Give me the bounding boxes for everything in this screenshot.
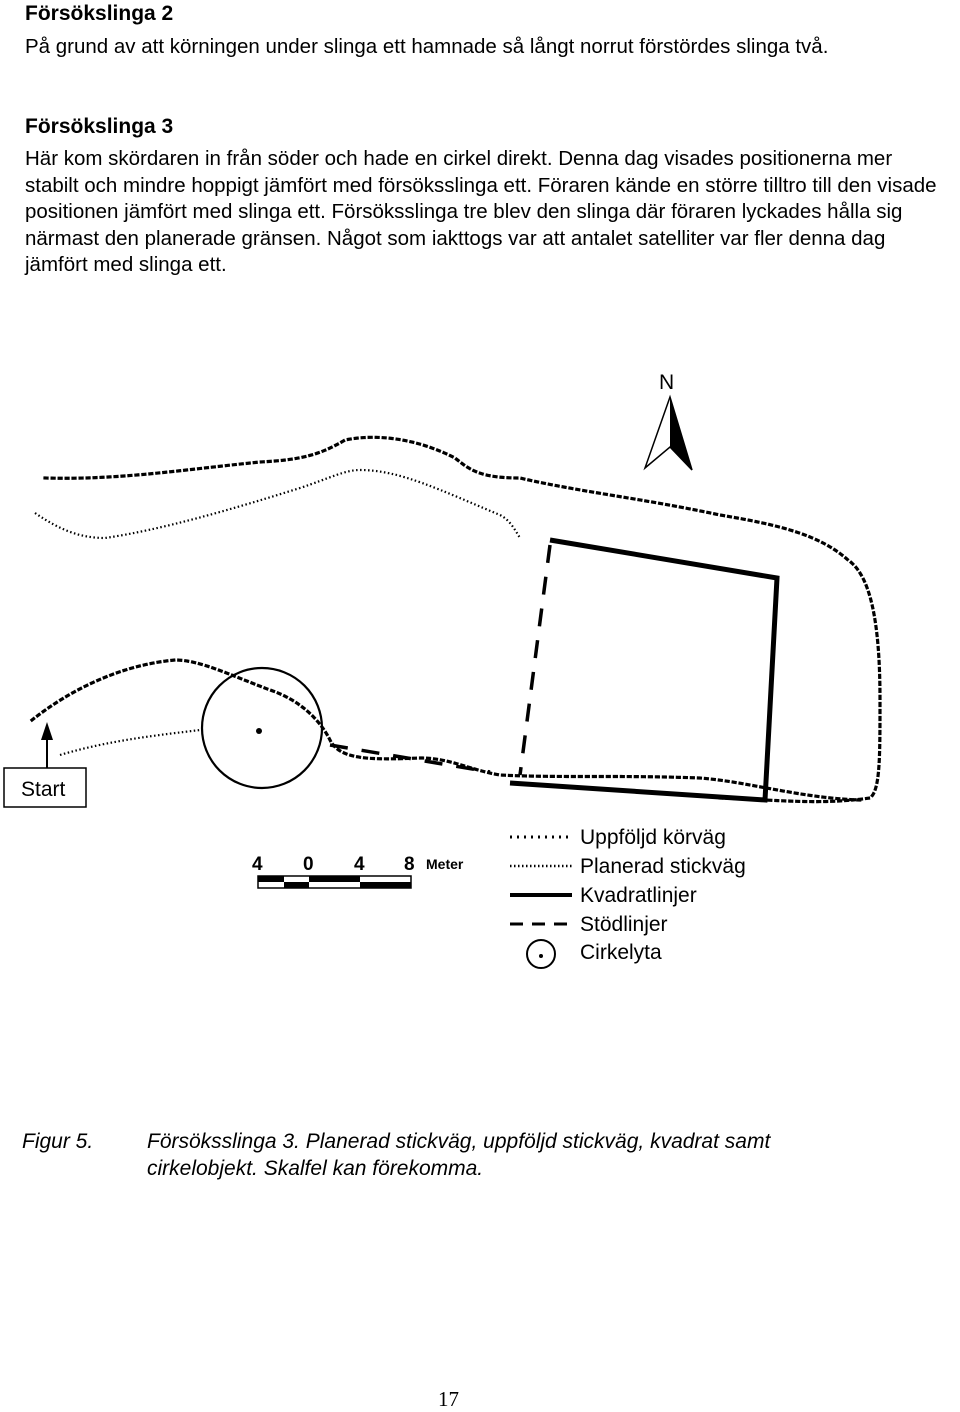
- legend-item: Planerad stickväg: [510, 855, 746, 878]
- support-lines: [329, 544, 552, 776]
- north-label: N: [659, 371, 674, 394]
- scale-tick-label: 0: [303, 854, 314, 875]
- section-heading: Försökslinga 2: [25, 2, 174, 25]
- legend-label: Cirkelyta: [580, 941, 662, 964]
- square-lines: [509, 537, 780, 803]
- planned-path: [34, 468, 521, 757]
- section-paragraph: På grund av att körningen under slinga e…: [25, 35, 829, 58]
- start-arrow-icon: [41, 722, 53, 768]
- scale-tick-label: 8: [404, 854, 415, 875]
- north-arrow-icon: [643, 394, 693, 471]
- legend-item: Cirkelyta: [526, 939, 662, 969]
- trial-loop-map: N Start 4 0 4 8 Meter: [3, 371, 882, 969]
- tracked-path: [29, 435, 882, 804]
- legend-label: Uppföljd körväg: [580, 826, 726, 849]
- section-paragraph: Här kom skördaren in från söder och hade…: [25, 147, 937, 276]
- legend-item: Kvadratlinjer: [510, 884, 697, 907]
- legend-item: Stödlinjer: [510, 913, 668, 936]
- legend: Uppföljd körväg Planerad stickväg Kvadra…: [510, 826, 746, 969]
- scale-unit: Meter: [426, 856, 464, 872]
- caption-label: Figur 5.: [22, 1130, 94, 1153]
- section-heading: Försökslinga 3: [25, 115, 174, 138]
- scale-tick-label: 4: [354, 854, 365, 875]
- legend-label: Kvadratlinjer: [580, 884, 697, 907]
- caption-text: Försöksslinga 3. Planerad stickväg, uppf…: [147, 1130, 771, 1180]
- legend-item: Uppföljd körväg: [510, 826, 726, 849]
- circle-area: [200, 666, 324, 790]
- legend-label: Planerad stickväg: [580, 855, 746, 878]
- start-label: Start: [21, 778, 66, 801]
- start-box: [3, 767, 87, 808]
- legend-symbol-circle: [526, 939, 556, 969]
- legend-label: Stödlinjer: [580, 913, 668, 936]
- scale-tick-label: 4: [252, 854, 263, 875]
- scale-bar: 4 0 4 8 Meter: [252, 854, 464, 889]
- page-number: 17: [438, 1387, 459, 1411]
